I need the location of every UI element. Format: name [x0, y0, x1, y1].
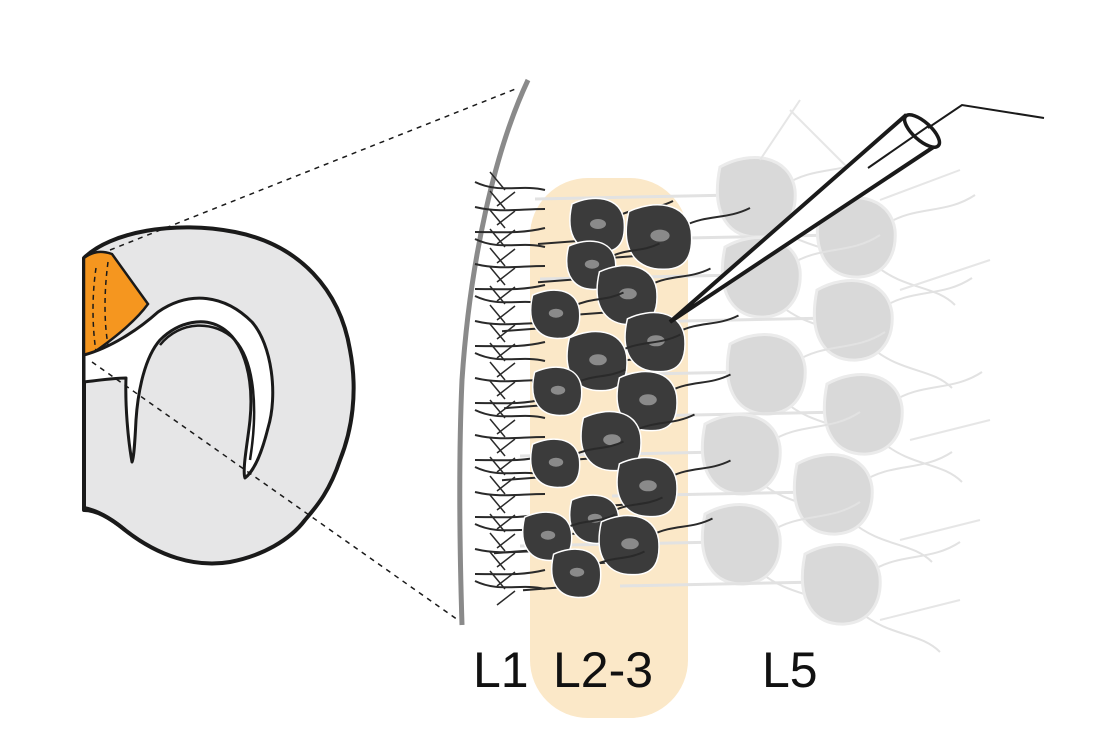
l23-neurons: [493, 197, 751, 599]
l1-dendrite: [474, 181, 546, 191]
ventricle-line: [159, 324, 256, 461]
l5-apical-dendrite: [619, 580, 821, 588]
l1-dendrite-branch: [489, 494, 516, 530]
region-boundary-2: [104, 261, 109, 346]
l23-nucleus: [639, 394, 657, 406]
l1-dendrite-branch: [489, 190, 516, 226]
pia-surface: [457, 78, 531, 626]
layer-label-l1: L1: [473, 642, 529, 698]
l5-dendrite-branch: [899, 519, 981, 541]
pipette-wire: [927, 103, 1045, 129]
l1-dendrite-branch: [489, 323, 516, 359]
l5-apical-dendrite: [534, 193, 736, 201]
l1-dendrite: [474, 206, 546, 212]
layer-label-l5: L5: [762, 642, 818, 698]
l1-dendrite: [474, 569, 546, 576]
l5-neurons: [519, 99, 991, 653]
pipette-wire-inner: [867, 124, 931, 169]
l1-dendrite-branch: [489, 570, 516, 606]
white-matter-outer: [82, 296, 275, 480]
l23-nucleus: [569, 567, 585, 577]
brain-section: [82, 225, 356, 566]
l23-nucleus: [639, 480, 657, 492]
l1-dendrite-branch: [489, 437, 516, 473]
l5-neuron: [800, 543, 882, 626]
l5-neuron: [725, 333, 807, 416]
l5-basal-dendrite: [851, 451, 953, 563]
l23-nucleus: [548, 308, 564, 318]
l1-dendrite: [474, 341, 546, 348]
l5-dendrite-branch: [899, 259, 991, 291]
l23-nucleus: [650, 229, 670, 242]
l5-neuron: [700, 503, 782, 586]
recording-pipette-icon: [668, 103, 1045, 324]
l1-dendrite-branch: [489, 418, 516, 454]
l1-dendrite-branch: [489, 551, 516, 587]
l23-nucleus: [621, 538, 639, 550]
l5-neuron: [812, 279, 894, 362]
l5-dendrite-branch: [759, 99, 801, 161]
l23-nucleus: [540, 530, 556, 540]
l1-dendrite-branch: [489, 209, 516, 245]
l1-dendrite: [474, 238, 546, 248]
l1-dendrite: [474, 263, 546, 269]
l1-dendrite: [474, 580, 546, 590]
l5-dendrite-branch: [879, 599, 961, 621]
l1-dendrite: [474, 284, 546, 291]
l23-nucleus: [550, 385, 566, 395]
l1-dendrite-branch: [489, 361, 516, 397]
l1-dendrite: [474, 409, 546, 419]
l23-nucleus: [589, 354, 607, 366]
brain-outline: [82, 225, 356, 566]
l5-neuron: [700, 413, 782, 496]
l5-basal-dendrite: [859, 541, 961, 653]
layer-label-l23: L2-3: [553, 642, 653, 698]
l1-dendrite-branch: [489, 380, 516, 416]
l23-nucleus: [548, 457, 564, 467]
l1-dendrite-branch: [489, 247, 516, 283]
l1-dendrites: [474, 171, 546, 606]
l1-dendrite-branch: [489, 266, 516, 302]
region-boundary-1: [92, 267, 97, 353]
l23-nucleus: [584, 259, 600, 269]
l5-dendrite-branch: [879, 169, 961, 201]
l1-dendrite-branch: [489, 304, 516, 340]
l23-nucleus: [619, 288, 637, 300]
l23-nucleus: [590, 219, 606, 229]
l23-nucleus: [603, 434, 621, 446]
l1-dendrite: [474, 491, 546, 497]
l5-neuron: [815, 196, 897, 279]
l5-neuron: [822, 373, 904, 456]
l5-dendrite-branch: [789, 109, 851, 171]
l5-dendrite-branch: [909, 419, 991, 441]
l5-neuron: [792, 453, 874, 536]
l1-dendrite: [474, 352, 546, 362]
midline-gap: [83, 506, 127, 532]
l1-dendrite-branch: [489, 532, 516, 568]
l5-basal-dendrite: [871, 277, 973, 389]
zoom-line-top: [109, 87, 519, 251]
l1-dendrite: [474, 227, 546, 234]
zoom-line-bottom: [91, 361, 459, 621]
l1-dendrite: [474, 434, 546, 440]
l5-basal-dendrite: [874, 194, 976, 306]
